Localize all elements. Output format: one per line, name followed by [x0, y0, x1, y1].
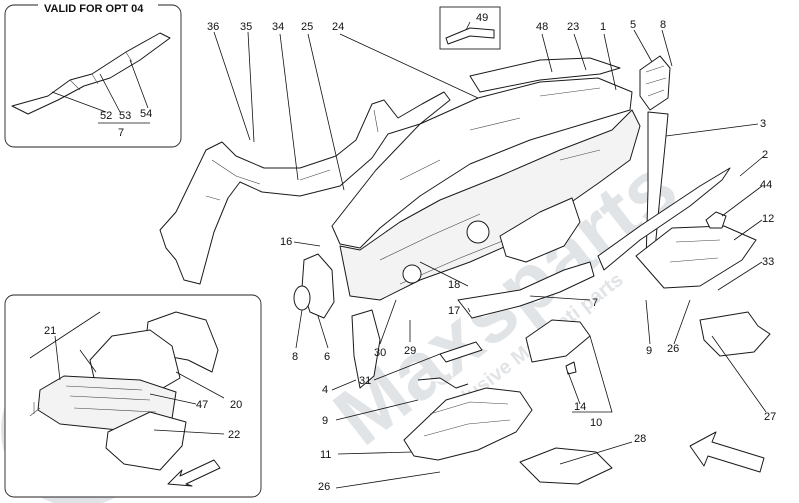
callout-22: 22 — [228, 429, 240, 441]
callout-9-right: 9 — [646, 345, 652, 357]
column-shroud-lower — [105, 411, 187, 471]
defrost-grille — [469, 57, 621, 93]
leader-lines — [213, 29, 767, 489]
callout-33: 33 — [762, 256, 774, 268]
callout-6: 6 — [324, 351, 330, 363]
callouts: 36 35 34 25 24 48 23 1 5 8 3 2 44 12 33 … — [44, 19, 776, 493]
callout-48: 48 — [536, 21, 548, 33]
callout-20: 20 — [230, 399, 242, 411]
mat-27 — [699, 311, 771, 357]
side-trim-2 — [597, 167, 731, 271]
speaker-44 — [705, 211, 727, 229]
callout-8-top: 8 — [660, 19, 666, 31]
callout-31: 31 — [359, 375, 371, 387]
dashboard-upper-panel — [331, 77, 633, 249]
front-direction-arrow-main — [689, 431, 765, 473]
callout-25: 25 — [301, 21, 313, 33]
callout-1: 1 — [600, 21, 606, 33]
inset-49-part — [445, 27, 495, 45]
callout-26-right: 26 — [667, 343, 679, 355]
mat-28 — [519, 447, 613, 485]
cross-car-beam — [159, 91, 451, 285]
callout-17: 17 — [448, 305, 460, 317]
front-direction-arrow — [167, 459, 221, 487]
inset-callout-53: 53 — [119, 110, 131, 122]
inset-opt04: VALID FOR OPT 04 52 53 54 7 — [4, 0, 182, 148]
callout-47: 47 — [196, 399, 208, 411]
inset-callout-52: 52 — [100, 110, 112, 122]
inset-opt04-title: VALID FOR OPT 04 — [44, 3, 144, 15]
callout-27: 27 — [764, 411, 776, 423]
callout-29: 29 — [404, 345, 416, 357]
callout-4: 4 — [322, 384, 328, 396]
a-pillar-trim-right — [639, 55, 671, 111]
bracket-31 — [439, 341, 483, 363]
cable-9 — [417, 377, 469, 389]
right-lower-cover — [635, 225, 757, 289]
switch-panel-8 — [293, 285, 311, 311]
callout-14: 14 — [574, 401, 586, 413]
callout-10: 10 — [590, 417, 602, 429]
inset-49-callout: 49 — [476, 12, 488, 24]
callout-18: 18 — [448, 279, 460, 291]
callout-8-left: 8 — [292, 351, 298, 363]
inset-group-7: 7 — [118, 127, 124, 139]
left-centre-vent — [402, 264, 422, 284]
callout-7: 7 — [592, 297, 598, 309]
callout-11: 11 — [320, 449, 331, 461]
callout-3: 3 — [760, 118, 766, 130]
callout-21: 21 — [44, 325, 56, 337]
callout-34: 34 — [272, 21, 284, 33]
glovebox-frame — [499, 197, 581, 263]
callout-36: 36 — [207, 21, 219, 33]
callout-5: 5 — [630, 19, 636, 31]
callout-9-bottom: 9 — [322, 415, 328, 427]
callout-24: 24 — [332, 21, 344, 33]
column-support-4 — [351, 309, 381, 389]
centre-vent — [466, 220, 490, 244]
inset-callout-54: 54 — [140, 108, 152, 120]
inset-column — [4, 294, 262, 498]
callout-26-bottom: 26 — [318, 481, 330, 493]
inset-49: 49 — [439, 6, 501, 50]
left-vent-6 — [301, 253, 335, 319]
knee-bolster-17 — [457, 261, 595, 319]
callout-16: 16 — [280, 236, 292, 248]
callout-44: 44 — [760, 179, 772, 191]
dashboard-assembly — [159, 55, 771, 485]
callout-28: 28 — [634, 433, 646, 445]
clip-14 — [565, 361, 577, 375]
callout-35: 35 — [240, 21, 252, 33]
callout-30: 30 — [374, 347, 386, 359]
callout-2: 2 — [762, 149, 768, 161]
callout-12: 12 — [762, 213, 774, 225]
callout-23: 23 — [567, 21, 579, 33]
